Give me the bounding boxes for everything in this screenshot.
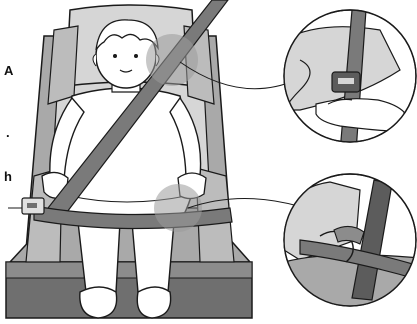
shoulder-guide-highlight [146,34,198,86]
lap-guide-highlight [154,184,202,232]
child-eye-right [134,54,138,58]
child-foot-right [137,287,170,318]
child-eye-left [113,54,117,58]
seat-base-top [6,262,252,278]
callout-top-guide-slot [338,78,354,84]
child-leg-left [78,222,120,292]
child-foot-left [80,287,117,318]
child-leg-right [132,222,174,292]
buckle-slot [27,203,37,208]
lap-guide-callout [284,174,417,310]
belt-guide-callout [284,10,416,152]
